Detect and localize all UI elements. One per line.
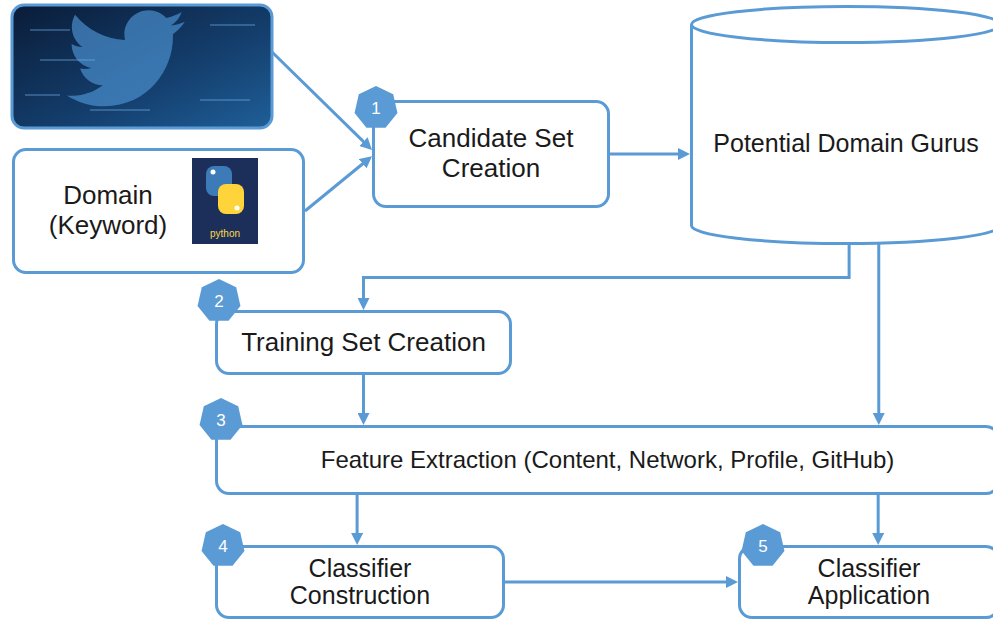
node-label: Domain (Keyword) — [33, 181, 183, 241]
node-label: Classifier Construction — [260, 555, 460, 610]
node-label: Potential Domain Gurus — [713, 129, 978, 158]
node-label: Training Set Creation — [241, 328, 486, 358]
node-label: Classifier Application — [769, 555, 969, 610]
node-label: Candidate Set Creation — [391, 124, 591, 184]
callout-number: 2 — [197, 279, 241, 323]
flow-arrow — [877, 495, 880, 537]
twitter-image — [12, 5, 272, 128]
process-box: Classifier Construction — [215, 545, 505, 619]
callout-number: 4 — [201, 524, 245, 568]
callout-badge: 2 — [197, 279, 241, 323]
flow-arrow — [610, 153, 682, 156]
callout-badge: 1 — [354, 86, 398, 130]
flow-arrow — [356, 495, 359, 537]
flow-arrow — [362, 375, 365, 417]
callout-badge: 5 — [741, 524, 785, 568]
callout-number: 1 — [354, 86, 398, 130]
flow-arrow — [364, 245, 850, 302]
flow-arrow — [305, 161, 366, 211]
input-box: Domain (Keyword) — [12, 148, 305, 274]
database-cylinder: Potential Domain Gurus — [690, 5, 993, 245]
callout-badge: 3 — [199, 398, 243, 442]
process-box: Feature Extraction (Content, Network, Pr… — [215, 425, 993, 495]
flow-arrow — [505, 581, 730, 584]
process-box: Training Set Creation — [215, 310, 512, 375]
source-arrow — [272, 52, 366, 144]
callout-number: 3 — [199, 398, 243, 442]
node-label: Feature Extraction (Content, Network, Pr… — [321, 446, 895, 474]
callout-number: 5 — [741, 524, 785, 568]
cylinder-outline — [690, 5, 993, 245]
logo-caption: python — [200, 228, 250, 239]
process-box: Candidate Set Creation — [372, 100, 610, 208]
logo-word: python — [200, 228, 250, 239]
flow-arrow — [877, 244, 880, 417]
callout-badge: 4 — [201, 524, 245, 568]
